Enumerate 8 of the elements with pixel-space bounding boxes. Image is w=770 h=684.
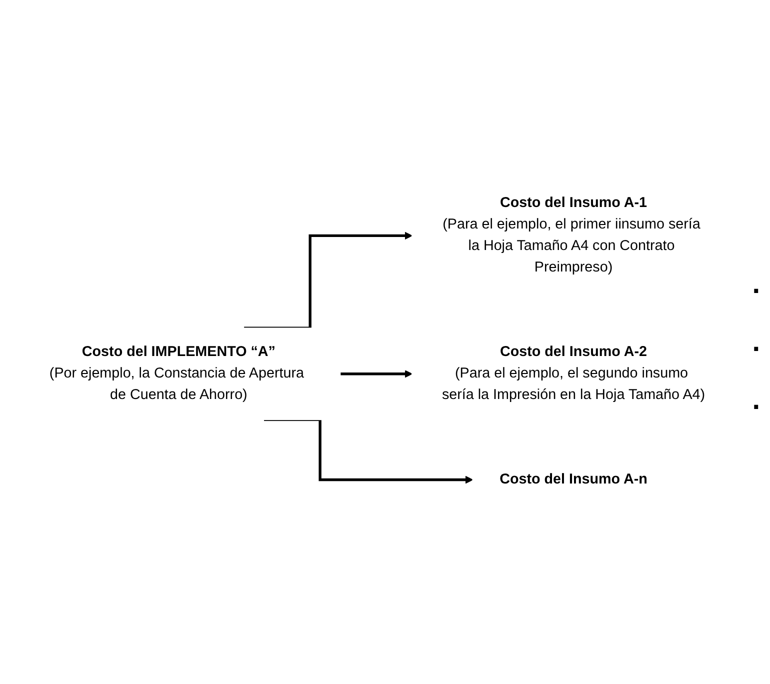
arrow <box>244 232 412 330</box>
node-text: Costo del Insumo A-2 (Para el ejemplo, el segundo insumo sería la Impresión en la Hoja Tamaño A4) <box>442 344 706 404</box>
arrow <box>340 370 412 378</box>
ellipsis-dot: . <box>752 386 760 414</box>
node-text: Costo del Insumo A-1 (Para el ejemplo, el primer iinsumo sería la Hoja Tamaño A4 con Contrato Preimpreso) <box>442 196 700 276</box>
node-text: Costo del Insumo A-n <box>500 472 648 488</box>
ellipsis-dot: . <box>752 270 760 298</box>
ellipsis-dot: . <box>752 328 760 356</box>
